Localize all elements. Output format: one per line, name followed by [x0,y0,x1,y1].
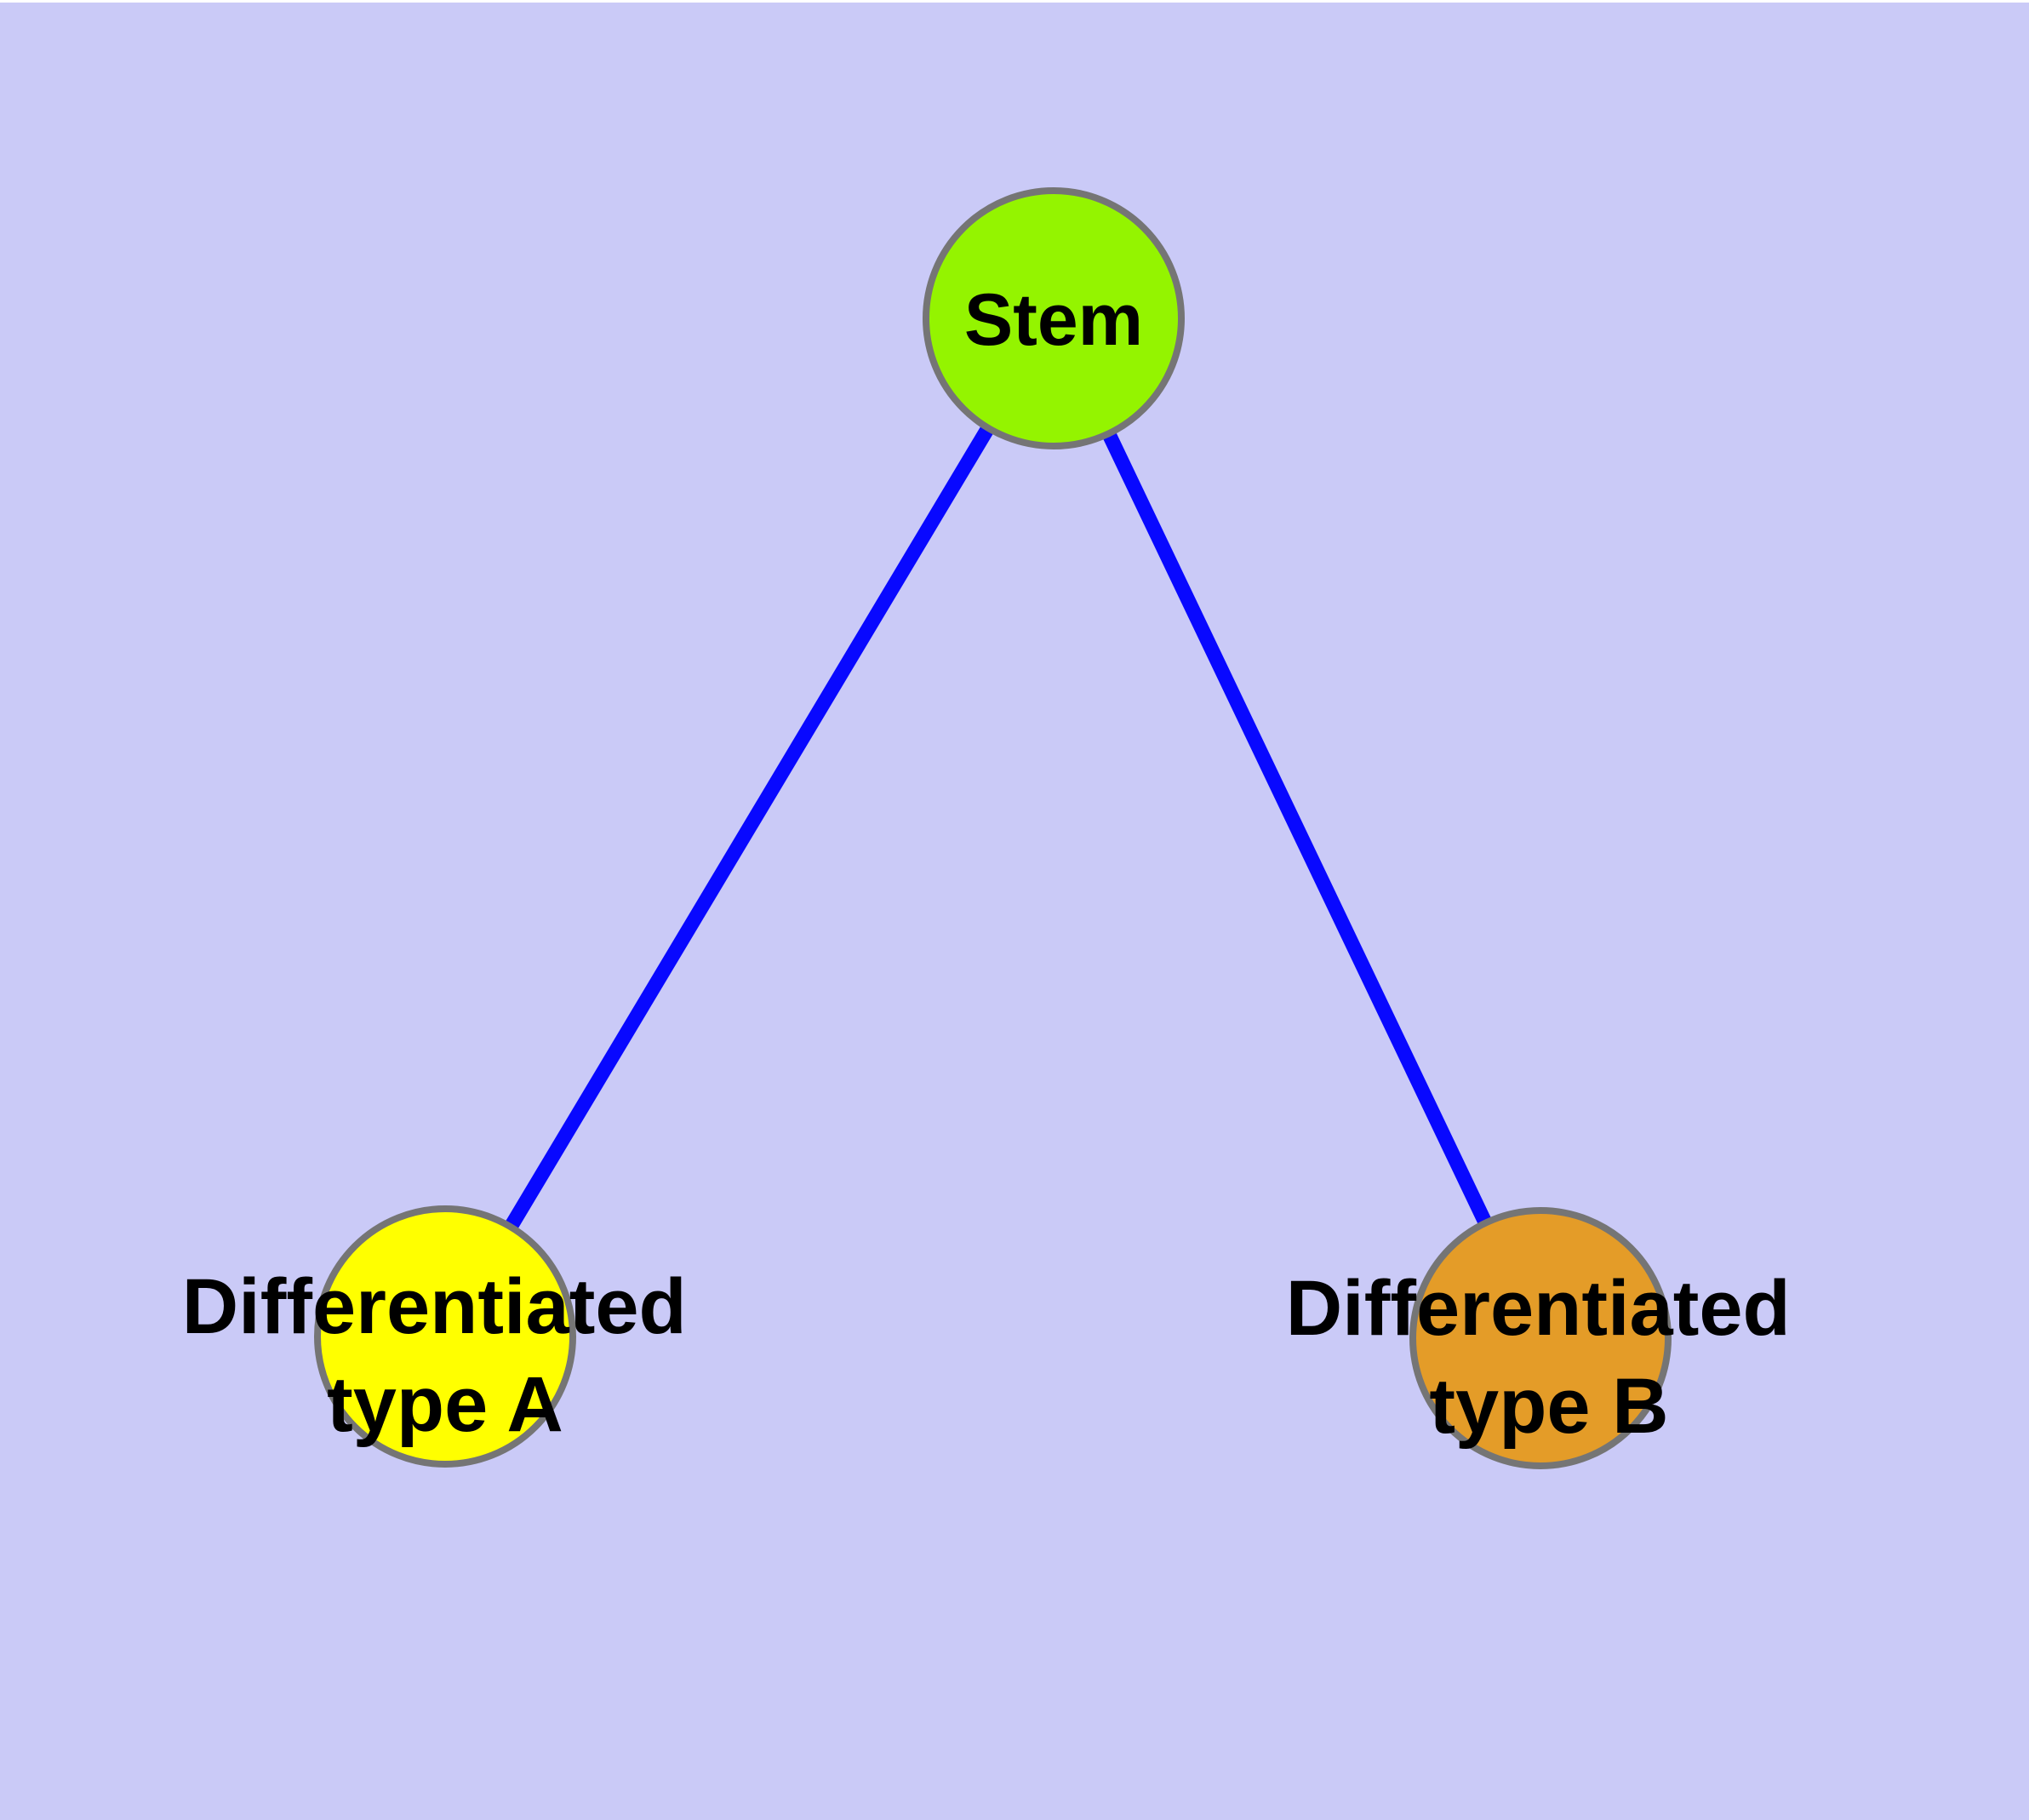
node-label-type-b: Differentiated type B [1286,1265,1813,1450]
node-label-stem: Stem [964,279,1143,361]
node-label-type-a: Differentiated type A [182,1263,709,1448]
node-type-a [314,1205,576,1468]
node-stem [923,187,1185,449]
node-label-type-b-line2: type B [1429,1363,1668,1450]
node-type-b [1409,1207,1672,1469]
edge-stem-to-type-b [1047,315,1547,1342]
edge-stem-to-type-a [438,314,1060,1341]
node-label-type-b-line1: Differentiated [1286,1265,1791,1352]
node-label-type-a-line2: type A [327,1361,563,1448]
node-label-type-a-line1: Differentiated [182,1263,687,1350]
